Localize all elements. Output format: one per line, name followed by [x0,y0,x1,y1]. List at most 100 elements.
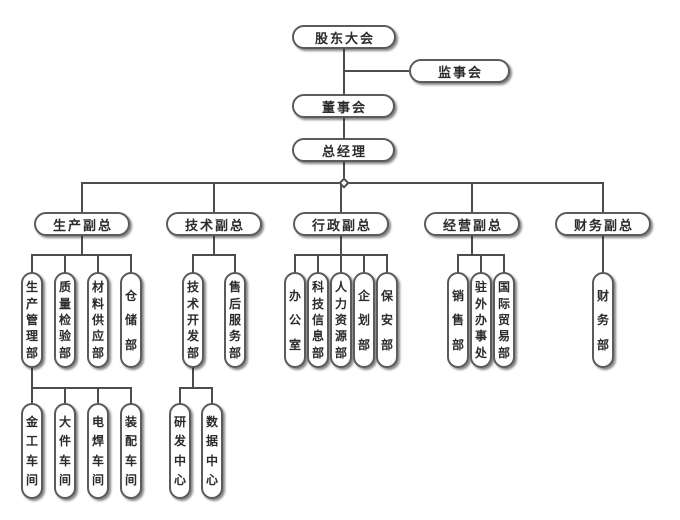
node-label-char: 车 [91,453,104,468]
node-label-char: 部 [596,337,609,352]
node-label-char: 中 [173,453,186,468]
connector [213,182,215,213]
connector [31,367,33,388]
node-label-char: 源 [334,329,347,344]
node-dept-tech-development[interactable]: 技术开发部 [182,272,204,368]
node-vp-admin[interactable]: 行政副总 [293,212,389,236]
node-workshop-large-parts[interactable]: 大件车间 [54,403,76,499]
node-label-char: 财 [596,288,609,303]
connector [97,387,99,404]
connector [503,254,505,273]
node-dept-material-supply[interactable]: 材料供应部 [87,272,109,368]
node-label-char: 心 [173,473,186,488]
node-label-char: 保 [380,288,393,303]
node-label-char: 力 [334,296,347,311]
connector [457,254,459,273]
connector [211,387,213,404]
node-rd-center[interactable]: 研发中心 [169,403,191,499]
node-label: 经营副总 [442,217,503,233]
node-label-char: 部 [357,337,370,352]
node-label-char: 驻 [474,280,487,295]
connector [179,387,181,404]
node-label-char: 车 [58,453,71,468]
node-dept-after-sales[interactable]: 售后服务部 [224,272,246,368]
node-label-char: 外 [474,296,487,311]
node-vp-production[interactable]: 生产副总 [34,212,130,236]
node-dept-office[interactable]: 办公室 [284,272,306,368]
node-dept-intl-trade[interactable]: 国际贸易部 [493,272,515,368]
node-label-char: 发 [173,434,186,449]
node-dept-finance[interactable]: 财务部 [592,272,614,368]
connector [602,235,604,273]
node-dept-sales[interactable]: 销售部 [447,272,469,368]
node-label-char: 后 [228,296,241,311]
connector [363,254,365,273]
node-label-char: 量 [58,296,71,311]
connector [130,254,132,273]
node-label-char: 生 [25,280,38,295]
node-shareholders-meeting[interactable]: 股东大会 [292,25,396,49]
node-workshop-metalwork[interactable]: 金工车间 [21,403,43,499]
connector [192,367,194,388]
node-vp-technology[interactable]: 技术副总 [166,212,262,236]
connector [471,235,473,256]
connector [31,387,132,389]
node-label-char: 材 [91,280,104,295]
node-label-char: 售 [228,280,241,295]
node-label-char: 国 [497,280,510,295]
node-label-char: 公 [288,313,301,327]
node-label-char: 事 [474,329,487,344]
node-label-char: 车 [124,453,137,468]
node-dept-tech-info[interactable]: 科技信息部 [307,272,329,368]
node-label-char: 贸 [497,312,510,327]
node-label: 监事会 [437,64,483,80]
node-label-char: 部 [497,345,510,360]
connector [64,254,66,273]
node-label-char: 检 [58,312,71,327]
node-label-char: 部 [58,345,71,360]
node-label-char: 处 [474,345,487,360]
node-dept-quality-inspection[interactable]: 质量检验部 [54,272,76,368]
node-label-char: 技 [311,296,324,311]
connector [317,254,319,273]
node-label: 生产副总 [52,217,113,233]
connector [294,254,296,273]
node-label-char: 理 [25,329,38,344]
node-workshop-assembly[interactable]: 装配车间 [120,403,142,499]
node-dept-overseas-office[interactable]: 驻外办事处 [470,272,492,368]
node-label-char: 验 [58,329,71,344]
node-label-char: 发 [186,329,199,344]
node-label-char: 售 [451,313,464,327]
node-label-char: 车 [25,453,38,468]
connector [81,182,83,213]
connector [130,387,132,404]
node-board-of-directors[interactable]: 董事会 [292,94,395,118]
node-label-char: 室 [288,337,301,352]
connector [31,254,132,256]
node-label-char: 质 [58,280,71,295]
node-label-char: 部 [380,337,393,352]
node-dept-production-management[interactable]: 生产管理部 [21,272,43,368]
node-data-center[interactable]: 数据中心 [201,403,223,499]
connector [602,182,604,213]
node-vp-operations[interactable]: 经营副总 [424,212,520,236]
node-vp-finance[interactable]: 财务副总 [555,212,651,236]
node-label-char: 电 [91,414,104,429]
node-label-char: 术 [186,296,199,311]
node-label-char: 技 [186,280,199,295]
node-supervisory-board[interactable]: 监事会 [409,59,510,83]
node-label-char: 划 [357,313,370,327]
node-label-char: 间 [25,473,38,488]
connector [192,254,236,256]
node-dept-hr[interactable]: 人力资源部 [330,272,352,368]
node-dept-security[interactable]: 保安部 [376,272,398,368]
node-dept-planning[interactable]: 企划部 [353,272,375,368]
node-dept-warehouse[interactable]: 仓储部 [120,272,142,368]
node-workshop-welding[interactable]: 电焊车间 [87,403,109,499]
node-label-char: 际 [497,296,510,311]
node-label-char: 据 [205,434,218,449]
node-general-manager[interactable]: 总经理 [292,138,395,162]
node-label-char: 金 [25,414,38,429]
node-label-char: 务 [228,329,241,344]
